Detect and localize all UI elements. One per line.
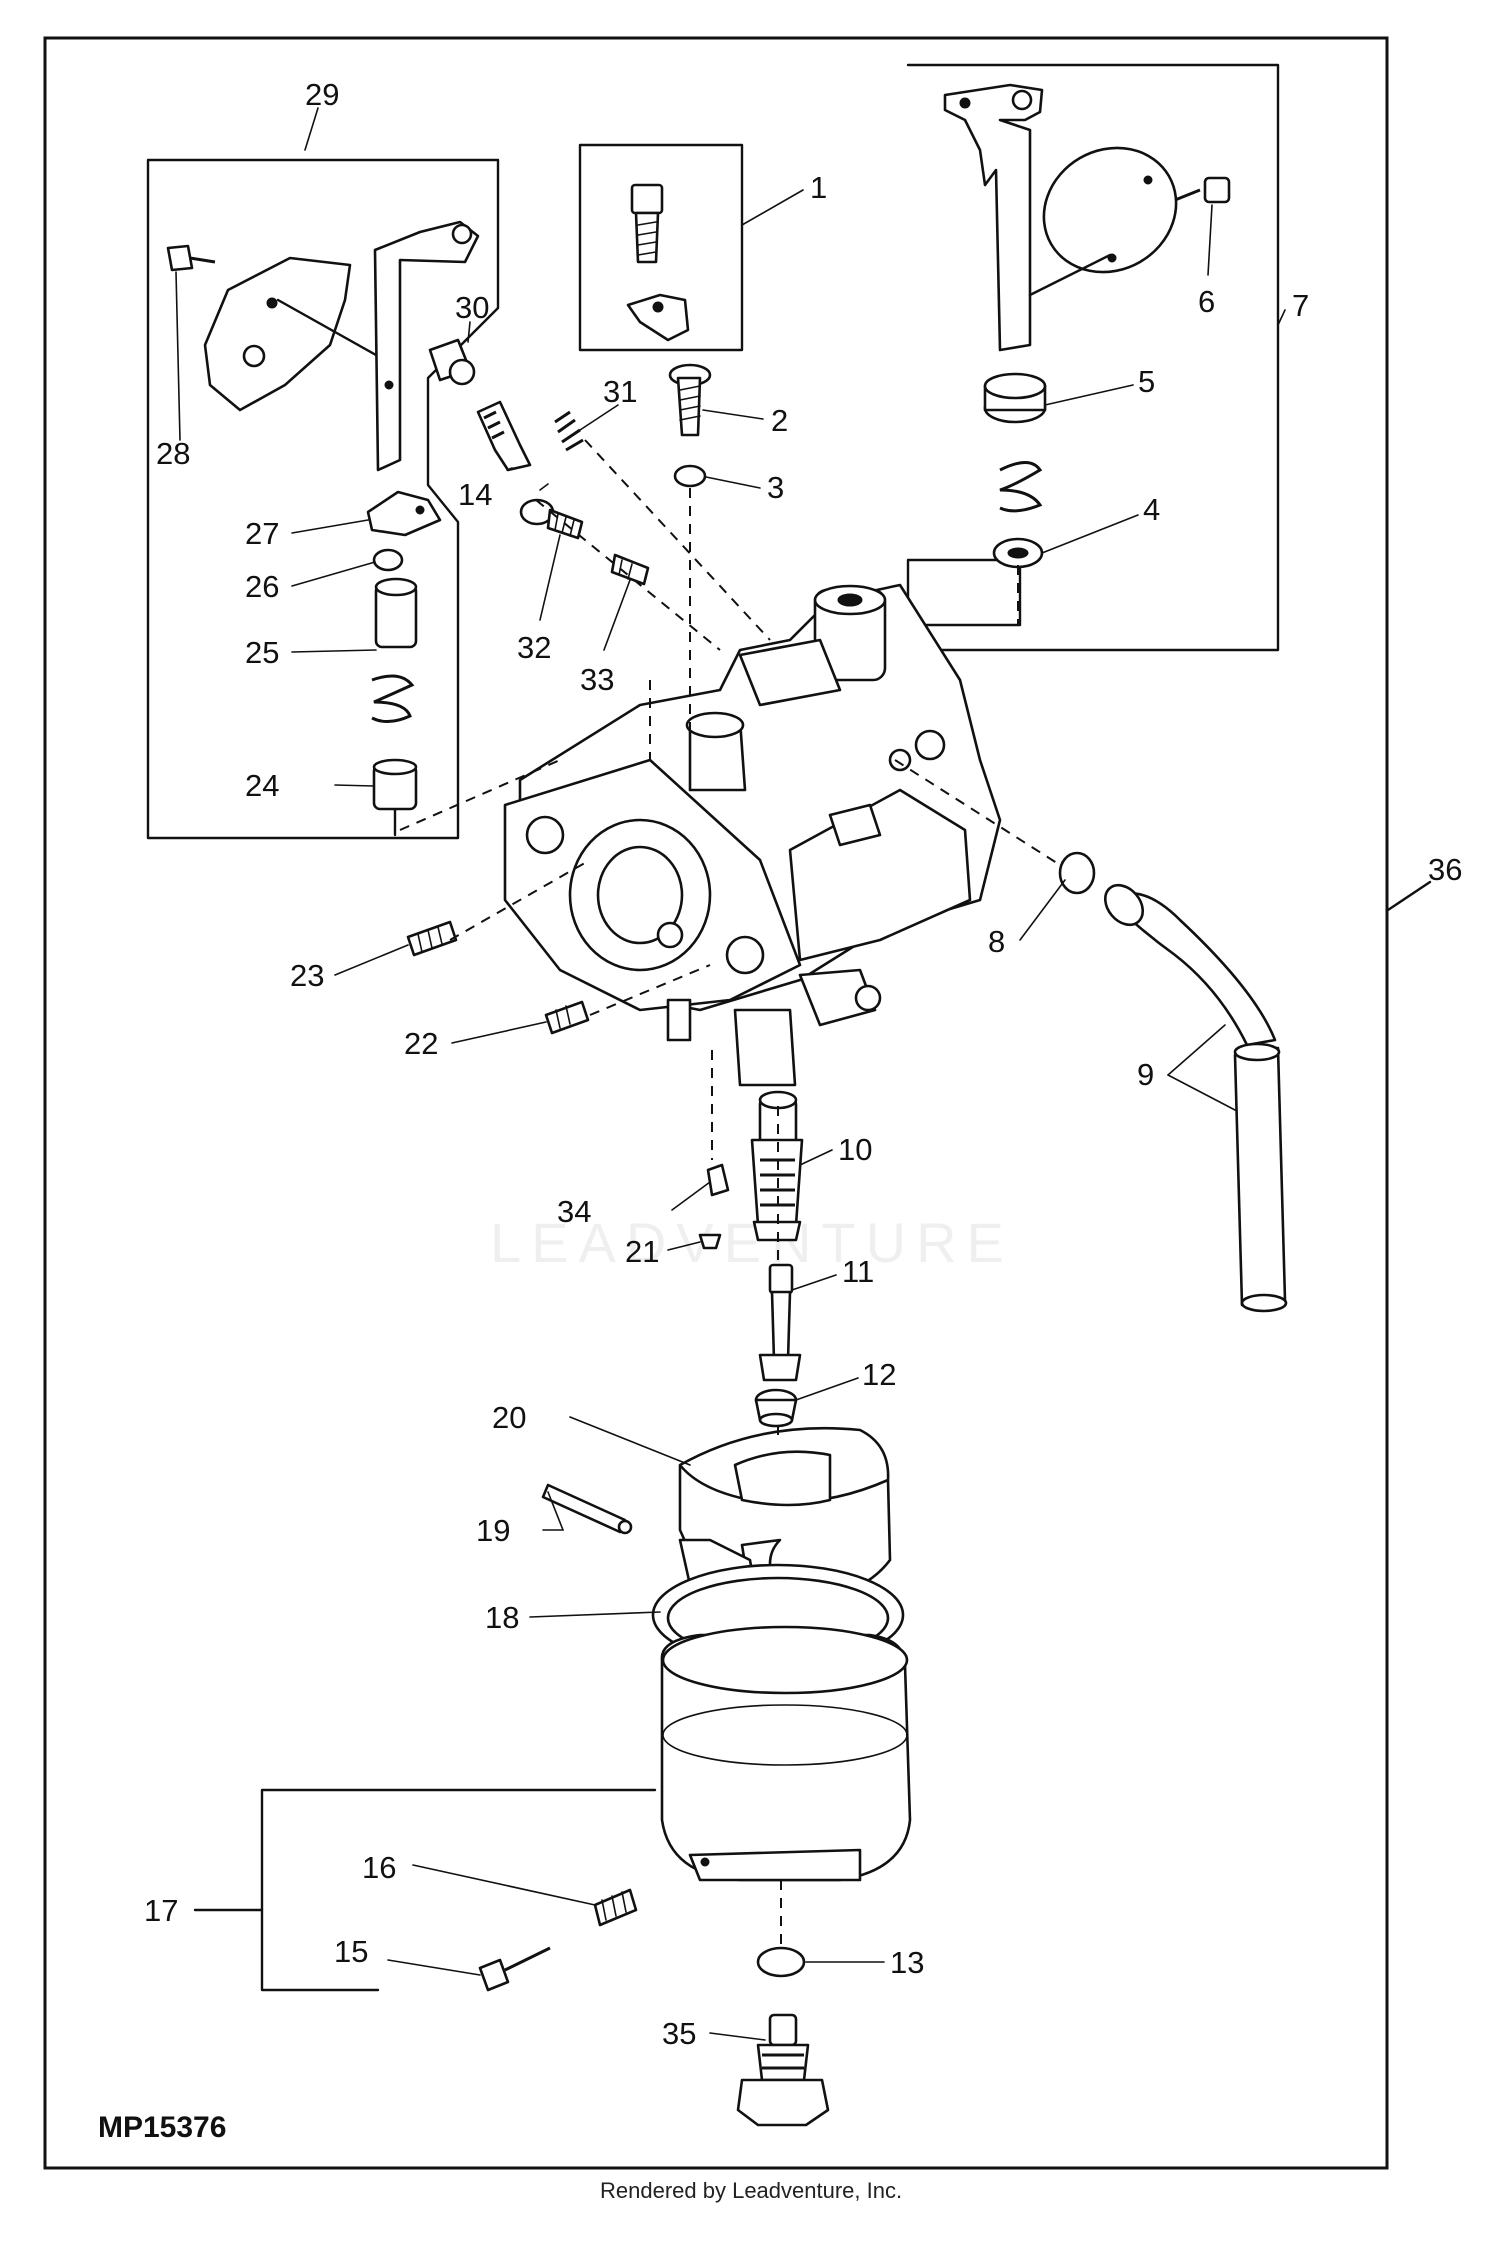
bracket-1 bbox=[626, 293, 690, 342]
spring-25 bbox=[371, 674, 415, 723]
jet-33 bbox=[610, 553, 650, 586]
carburetor-body bbox=[503, 583, 1002, 1087]
callout-23: 23 bbox=[290, 958, 324, 993]
callout-25: 25 bbox=[245, 635, 279, 670]
ring-13 bbox=[756, 1946, 806, 1978]
callout-24: 24 bbox=[245, 768, 279, 803]
seat-12 bbox=[754, 1388, 798, 1428]
callout-30: 30 bbox=[455, 290, 489, 325]
callout-33: 33 bbox=[580, 662, 614, 697]
callout-27: 27 bbox=[245, 516, 279, 551]
idle-screw-30 bbox=[428, 338, 476, 386]
callout-19: 19 bbox=[476, 1513, 510, 1548]
callout-6: 6 bbox=[1198, 284, 1215, 319]
choke-shaft-part bbox=[943, 83, 1044, 352]
callout-34: 34 bbox=[557, 1194, 591, 1229]
callout-22: 22 bbox=[404, 1026, 438, 1061]
jet-31 bbox=[554, 410, 584, 452]
callout-17: 17 bbox=[144, 1893, 178, 1928]
render-credit: Rendered by Leadventure, Inc. bbox=[600, 2178, 902, 2203]
figure-code: MP15376 bbox=[98, 2111, 226, 2144]
clip-27 bbox=[366, 490, 442, 537]
callout-2: 2 bbox=[771, 403, 788, 438]
screw-15 bbox=[478, 1946, 551, 1992]
callout-12: 12 bbox=[862, 1357, 896, 1392]
washer-26 bbox=[372, 548, 404, 572]
callout-16: 16 bbox=[362, 1850, 396, 1885]
callout-10: 10 bbox=[838, 1132, 872, 1167]
box-throttle-group bbox=[146, 158, 500, 840]
callout-35: 35 bbox=[662, 2016, 696, 2051]
callout-20: 20 bbox=[492, 1400, 526, 1435]
callout-28: 28 bbox=[156, 436, 190, 471]
bushing-24 bbox=[372, 758, 418, 811]
callout-21: 21 bbox=[625, 1234, 659, 1269]
callout-4: 4 bbox=[1143, 492, 1160, 527]
alignment-lines bbox=[399, 439, 1061, 1945]
callout-7: 7 bbox=[1292, 288, 1309, 323]
callout-29: 29 bbox=[305, 77, 339, 112]
outer-border bbox=[43, 36, 1389, 2170]
spring-22 bbox=[544, 1000, 590, 1035]
callout-26: 26 bbox=[245, 569, 279, 604]
callout-9: 9 bbox=[1137, 1057, 1154, 1092]
clip-21 bbox=[698, 1233, 722, 1250]
choke-plate-part bbox=[1028, 146, 1178, 297]
throttle-plate-part bbox=[203, 256, 387, 412]
screw-32 bbox=[519, 498, 584, 540]
callout-11: 11 bbox=[842, 1254, 874, 1289]
ring-3 bbox=[673, 464, 707, 488]
bracket-bowl-group bbox=[260, 1788, 657, 1992]
screw-28 bbox=[166, 244, 216, 272]
leader-lines bbox=[175, 107, 1286, 2041]
screw-6 bbox=[1174, 176, 1231, 204]
spring-23 bbox=[406, 920, 458, 957]
spring-16 bbox=[593, 1888, 638, 1927]
callout-36: 36 bbox=[1428, 852, 1462, 887]
fuel-line-9 bbox=[1103, 883, 1288, 1313]
screw-2 bbox=[668, 363, 712, 437]
callout-31: 31 bbox=[603, 374, 637, 409]
needle-14 bbox=[476, 400, 532, 472]
callout-labels: 1 2 3 4 5 6 7 8 9 10 11 12 13 14 15 16 1… bbox=[144, 77, 1462, 2051]
callout-13: 13 bbox=[890, 1945, 924, 1980]
watermark-text: LEADVENTURE bbox=[490, 1211, 1014, 1274]
callout-32: 32 bbox=[517, 630, 551, 665]
callout-18: 18 bbox=[485, 1600, 519, 1635]
pin-34 bbox=[706, 1163, 730, 1197]
seal-5 bbox=[983, 372, 1047, 424]
callout-14: 14 bbox=[458, 477, 492, 512]
bracket-main-assembly bbox=[1386, 880, 1432, 912]
callout-5: 5 bbox=[1138, 364, 1155, 399]
callout-8: 8 bbox=[988, 924, 1005, 959]
callout-3: 3 bbox=[767, 470, 784, 505]
jet-11 bbox=[758, 1263, 802, 1382]
ring-8 bbox=[1058, 851, 1096, 895]
bushing-25 bbox=[374, 577, 418, 649]
spring-7 bbox=[999, 461, 1043, 513]
float-bowl bbox=[660, 1625, 912, 1882]
drain-35 bbox=[736, 2013, 830, 2127]
box-screw-group bbox=[578, 143, 744, 352]
pin-19 bbox=[541, 1483, 633, 1535]
throttle-shaft-part bbox=[373, 220, 480, 472]
callout-15: 15 bbox=[334, 1934, 368, 1969]
callout-1: 1 bbox=[810, 170, 827, 205]
screw-1 bbox=[630, 183, 664, 264]
